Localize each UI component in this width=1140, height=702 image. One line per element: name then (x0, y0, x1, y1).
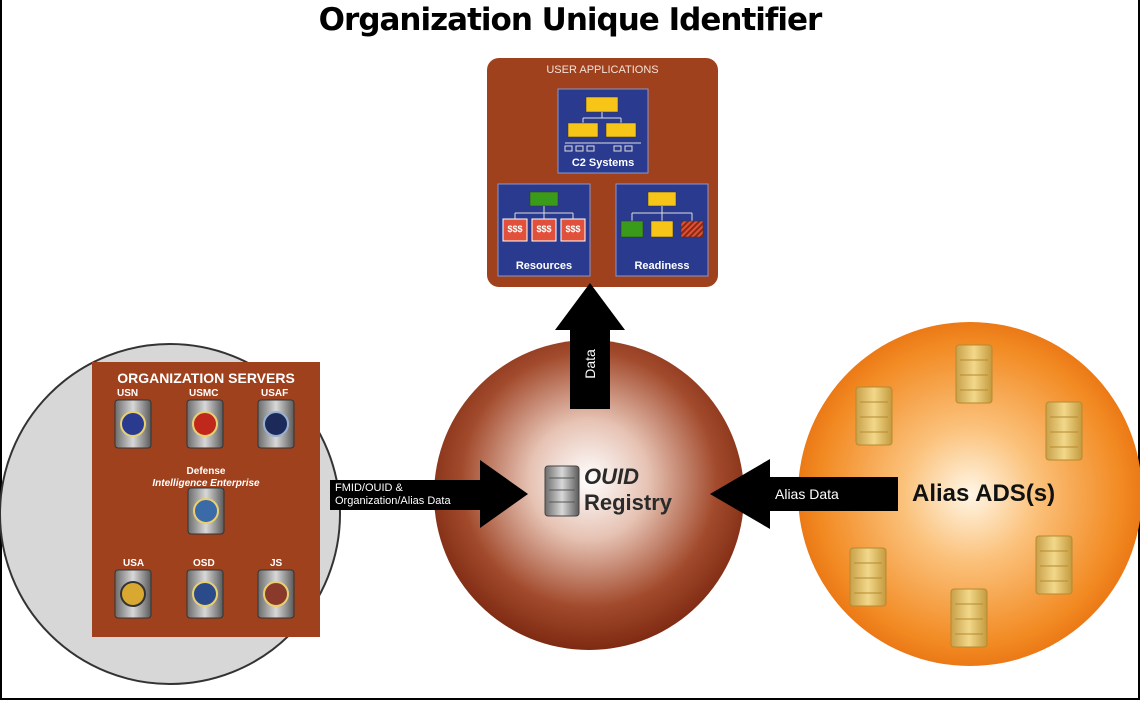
data-arrow-label: Data (582, 349, 598, 379)
server-osd-icon (186, 569, 224, 619)
ouid-registry-sphere (434, 340, 744, 650)
alias-server-icons (849, 344, 1083, 648)
server-osd-label: OSD (193, 558, 215, 569)
server-usn-icon (114, 399, 152, 449)
alias-server-icon (1045, 401, 1083, 461)
server-usa-icon (114, 569, 152, 619)
readiness-label: Readiness (634, 260, 690, 272)
alias-server-icon (855, 386, 893, 446)
registry-label-line2: Registry (584, 490, 673, 515)
registry-label-line1: OUID (584, 464, 639, 489)
fmid-ouid-label-line1: FMID/OUID & (335, 482, 403, 494)
server-usmc-label: USMC (189, 388, 219, 399)
server-usn-label: USN (117, 388, 139, 399)
alias-server-icon (1035, 535, 1073, 595)
server-defense-intelligence-icon (187, 487, 225, 535)
diagram-title: Organization Unique Identifier (318, 2, 823, 38)
server-usaf-label: USAF (261, 388, 289, 399)
organization-servers-heading: ORGANIZATION SERVERS (117, 370, 295, 386)
resource-cost-2: $$$ (536, 224, 552, 234)
alias-server-icon (955, 344, 993, 404)
alias-ads-label: Alias ADS(s) (912, 480, 1056, 507)
c2-systems-label: C2 Systems (571, 157, 635, 169)
resource-cost-3: $$$ (565, 224, 581, 234)
defense-label-line1: Defense (186, 466, 226, 477)
resource-cost-1: $$$ (507, 224, 523, 234)
data-up-arrow (555, 283, 625, 409)
server-js-icon (257, 569, 295, 619)
c2-systems-box (557, 88, 649, 174)
server-js-label: JS (270, 558, 283, 569)
alias-data-label: Alias Data (775, 486, 839, 502)
alias-server-icon (849, 547, 887, 607)
fmid-ouid-label-line2: Organization/Alias Data (335, 495, 451, 507)
server-usa-label: USA (123, 558, 145, 569)
alias-data-arrow (710, 459, 898, 529)
resources-label: Resources (515, 260, 573, 272)
defense-label-line2: Intelligence Enterprise (152, 478, 260, 489)
server-usaf-icon (257, 399, 295, 449)
server-usmc-icon (186, 399, 224, 449)
alias-server-icon (950, 588, 988, 648)
user-applications-heading: USER APPLICATIONS (546, 64, 659, 76)
readiness-box (615, 183, 709, 277)
fmid-ouid-arrow (330, 460, 528, 528)
registry-server-icon (544, 465, 580, 517)
resources-box (497, 183, 591, 277)
